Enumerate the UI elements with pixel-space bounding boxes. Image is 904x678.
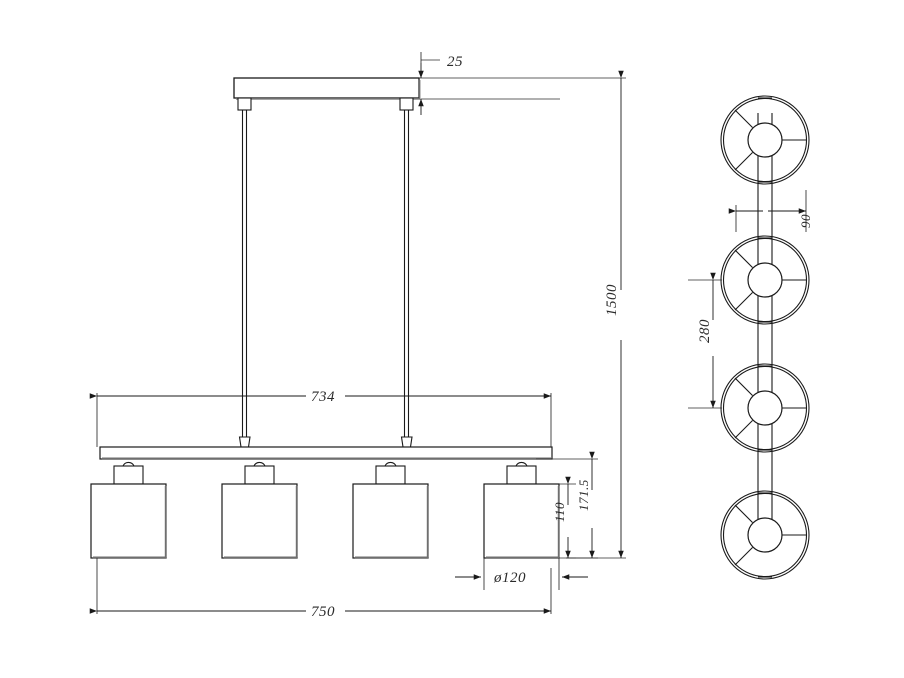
dimension-label-bar-width: 90: [798, 214, 813, 228]
dimension-rod-span: [89, 393, 552, 447]
dimension-label-canopy-height: 25: [447, 54, 463, 70]
top-plan-view: [720, 95, 810, 580]
horizontal-bar: [99, 446, 553, 460]
lamp-unit-4: [483, 461, 560, 559]
dimension-overall-length: [89, 558, 552, 614]
dimension-label-total-drop: 1500: [604, 284, 620, 316]
dimension-label-shade-diameter: ø120: [493, 570, 526, 586]
ceiling-canopy: [233, 77, 421, 100]
dimension-label-rod-span: 734: [311, 389, 335, 405]
plan-shade-2: [720, 235, 810, 325]
dimension-label-socket-to-bottom: 171.5: [576, 479, 591, 511]
dimension-total-drop: [560, 70, 626, 559]
dimension-bar-width: [728, 190, 807, 232]
dimension-canopy-height: [418, 52, 560, 115]
dimension-socket-to-bottom: [536, 451, 598, 559]
dimension-shade-spacing: [688, 272, 722, 409]
dimension-label-shade-spacing: 280: [697, 319, 713, 343]
dimension-label-overall-length: 750: [311, 604, 335, 620]
lamp-unit-3: [352, 461, 429, 559]
suspension-rod-right: [399, 97, 414, 448]
lamp-unit-2: [221, 461, 298, 559]
dimension-labels: 25 1500 734 750 110 171.5 ø120 90 280: [311, 54, 813, 620]
plan-center-bar: [757, 113, 773, 548]
lamp-unit-1: [90, 461, 167, 559]
dimension-shade-diameter: [455, 558, 588, 590]
dimension-label-shade-height: 110: [552, 502, 567, 522]
suspension-rod-left: [237, 97, 252, 448]
plan-shade-3: [720, 363, 810, 453]
front-elevation-view: [90, 77, 560, 559]
plan-shade-1: [720, 95, 810, 185]
plan-shade-4: [720, 490, 810, 580]
